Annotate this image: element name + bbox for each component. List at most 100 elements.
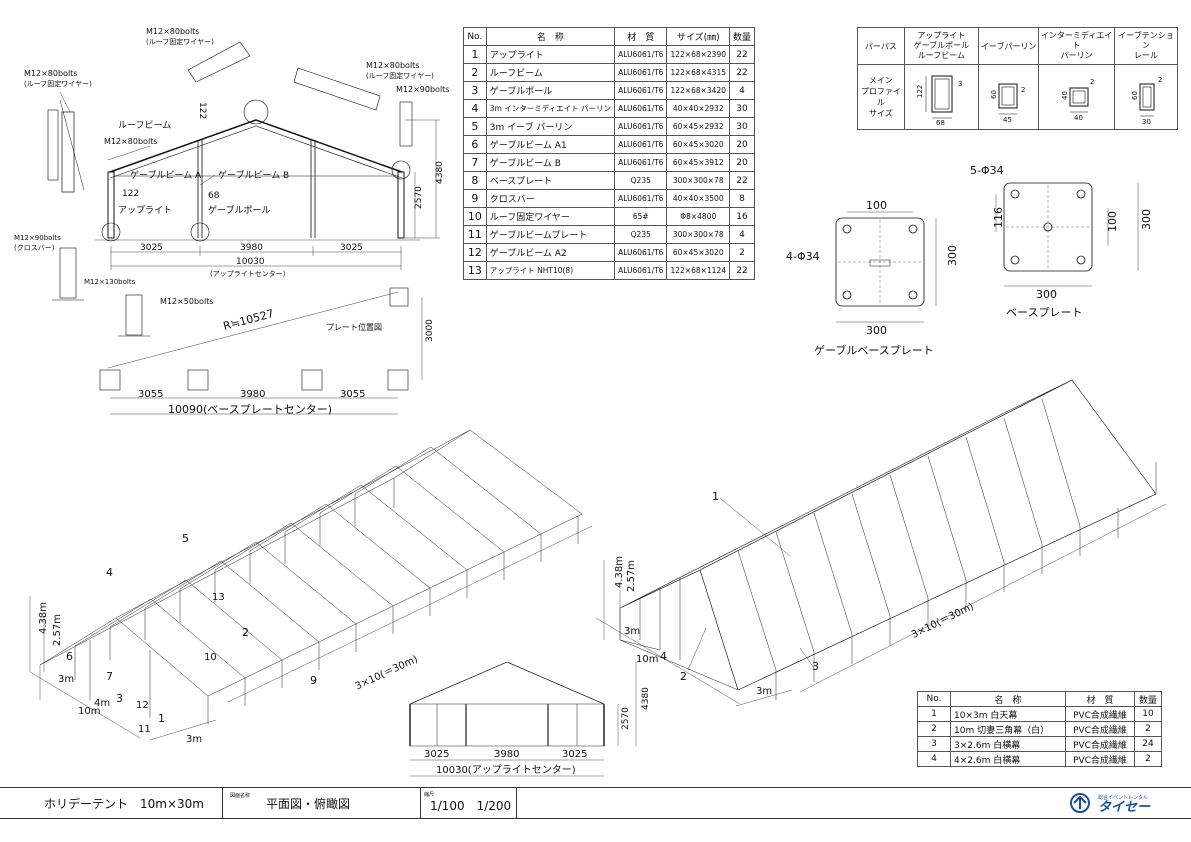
tension-profile-icon: 60 2 30 [1131, 76, 1162, 126]
label-h4380: 4380 [435, 161, 445, 184]
intermediate-profile-icon: 40 2 40 [1061, 78, 1094, 122]
membrane-name: 10m 切妻三角幕（白） [950, 721, 1066, 737]
profile-header-eave: イーブパーリン [978, 27, 1040, 65]
label-upright: アップライト [118, 205, 172, 216]
iso-left-d10m: 10m [78, 706, 100, 717]
profile-header-tension: イーブテンション レール [1114, 27, 1178, 65]
part-no: 11 [463, 225, 487, 244]
label-wire1: (ルーフ固定ワイヤー) [146, 37, 214, 46]
company-name: タイセー [1098, 800, 1151, 815]
membrane-header-qty: 数量 [1134, 691, 1162, 707]
membrane-name: 4×2.6m 白横幕 [950, 751, 1066, 767]
base-plate [995, 182, 1139, 287]
intermediate-dim-h: 40 [1061, 91, 1069, 100]
upright-dim-h: 122 [916, 85, 924, 98]
label-gable-caption: ゲーブルベースプレート [814, 343, 934, 357]
eave-dim-t: 2 [1021, 86, 1025, 94]
upright-dim-t: 3 [958, 80, 962, 88]
membrane-qty: 2 [1134, 751, 1162, 767]
iso-right-d3m2: 3m [756, 686, 772, 697]
iso-right-label-2: 2 [680, 670, 687, 683]
membrane-header-name: 名 称 [950, 691, 1066, 707]
gable-base-plate [835, 211, 937, 323]
label-bolt4: M12×90bolts [396, 85, 449, 94]
label-bolt2: M12×80bolts [24, 69, 77, 78]
membrane-qty: 24 [1134, 736, 1162, 752]
drawing-canvas: M12×80bolts (ルーフ固定ワイヤー) M12×80bolts (ルーフ… [14, 27, 1167, 777]
iso-left-label-2: 2 [242, 626, 249, 639]
label-roofbeam: ルーフビーム [118, 120, 171, 131]
label-bolt3: M12×80bolts [366, 61, 419, 70]
profile-eave-cell: 60 2 45 [978, 64, 1040, 130]
small-front-h2570: 2570 [621, 707, 631, 730]
membrane-qty: 10 [1134, 706, 1162, 722]
intermediate-dim-w: 40 [1074, 114, 1083, 122]
iso-left-d3m1: 3m [58, 674, 74, 685]
label-gable-holes: 4-Φ34 [786, 250, 820, 263]
label-gable-d300w: 300 [866, 324, 887, 337]
header-name: 名 称 [485, 27, 616, 46]
iso-left-label-7: 7 [106, 670, 113, 683]
company-small: 総合イベントレンタル [1098, 795, 1149, 801]
label-dim122a: 122 [197, 102, 207, 119]
label-h3000: 3000 [425, 319, 435, 342]
label-bolt50: M12×50bolts [160, 297, 213, 306]
part-no: 12 [463, 243, 487, 262]
membrane-no: 4 [917, 751, 951, 767]
plate-plan-labels: R≒10527 プレート位置図 3000 3055 3980 3055 1009… [138, 307, 435, 416]
iso-right-tent [595, 379, 1167, 707]
label-d3025a: 3025 [140, 243, 163, 253]
small-front-total: 10030(アップライトセンター) [436, 764, 576, 776]
membrane-qty: 2 [1134, 721, 1162, 737]
membrane-material: PVC合成繊維 [1065, 721, 1135, 737]
small-front-labels: 2570 4380 3025 3980 3025 10030(アップライトセンタ… [424, 687, 651, 776]
label-d3055b: 3055 [340, 389, 365, 400]
label-plate-total: 10090(ベースプレートセンター) [168, 403, 332, 416]
label-d10030sub: (アップライトセンター) [210, 269, 286, 278]
iso-left-label-10: 10 [204, 652, 217, 663]
iso-left-label-5: 5 [182, 532, 189, 545]
label-d3980: 3980 [240, 243, 263, 253]
label-base-caption: ベースプレート [1006, 306, 1082, 319]
membrane-name: 10×3m 白天幕 [950, 706, 1066, 722]
iso-left-d4m: 4m [94, 698, 110, 709]
label-bolt130: M12×130bolts [84, 278, 136, 286]
plate-plan [99, 287, 423, 415]
eave-dim-h: 60 [990, 90, 998, 99]
label-wire3: (ルーフ固定ワイヤー) [366, 71, 434, 80]
profile-table: パーパス アップライト ゲーブルポール ルーフビーム イーブパーリン インターミ… [857, 27, 1178, 130]
iso-left-frame [29, 429, 593, 741]
membrane-no: 1 [917, 706, 951, 722]
label-radius: R≒10527 [222, 307, 275, 333]
membrane-material: PVC合成繊維 [1065, 706, 1135, 722]
iso-right-h257: 2.57m [626, 560, 637, 592]
profile-size-row: メイン プロファイル サイズ 122 3 68 60 2 45 [857, 64, 1178, 130]
label-gable-d300h: 300 [946, 245, 959, 266]
label-plate-pos: プレート位置図 [326, 322, 382, 332]
iso-left-h257: 2.57m [52, 614, 63, 646]
profile-intermediate-cell: 40 2 40 [1038, 64, 1115, 130]
iso-right-label-4: 4 [660, 650, 667, 663]
gable-base-labels: 4-Φ34 100 300 300 ゲーブルベースプレート [786, 199, 959, 357]
upright-dim-w: 68 [936, 119, 945, 126]
iso-left-length: 3×10(＝30m) [354, 654, 420, 693]
membrane-no: 3 [917, 736, 951, 752]
profile-header-upright: アップライト ゲーブルポール ルーフビーム [903, 27, 980, 65]
upright-profile-icon: 122 3 68 [916, 75, 963, 127]
membrane-table-header: No. 名 称 材 質 数量 [917, 691, 1162, 707]
iso-left-d3m2: 3m [186, 734, 202, 745]
small-front-h4380: 4380 [641, 687, 651, 710]
label-d10030: 10030 [236, 257, 265, 267]
membrane-no: 2 [917, 721, 951, 737]
part-qty: 22 [728, 261, 756, 280]
